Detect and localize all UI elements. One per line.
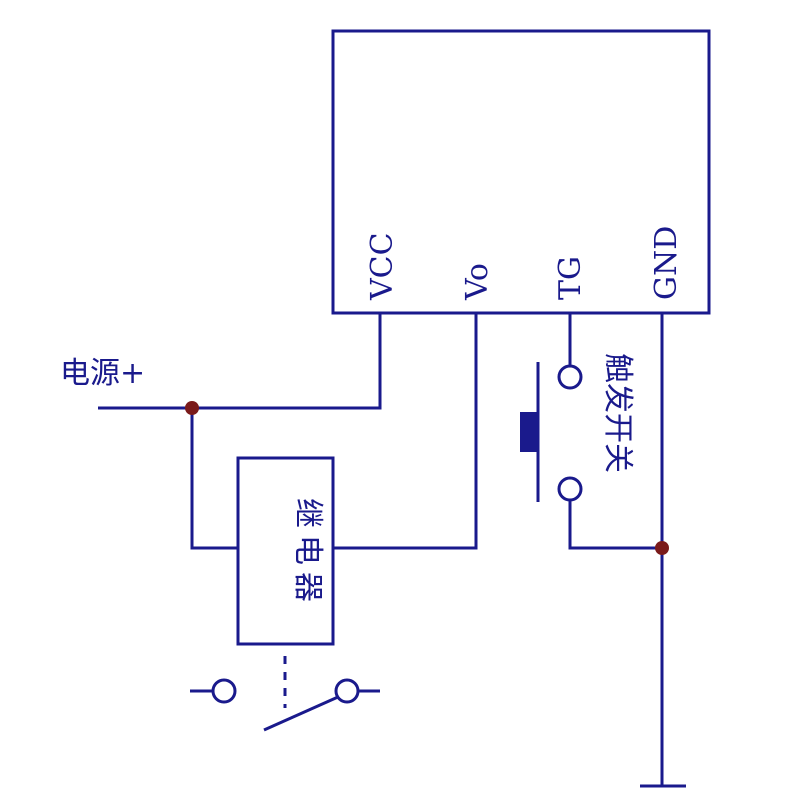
module-box: [331, 29, 711, 315]
pin-label-tg: TG: [553, 256, 588, 300]
trigger-terminal-bottom: [557, 476, 583, 502]
relay-supply-wire: [190, 408, 238, 550]
pushbutton-stem: [520, 412, 538, 452]
trigger-switch-label: 触发开关: [600, 353, 635, 473]
relay-label-char-2: 电: [290, 535, 325, 565]
pin-label-gnd: GND: [649, 226, 684, 300]
relay-contact-blade: [263, 695, 339, 732]
relay-label-char-3: 器: [290, 572, 325, 602]
relay-vo-wire: [333, 313, 478, 550]
junction-dot-power: [185, 401, 199, 415]
trigger-ground-wire: [568, 500, 662, 550]
power-plus-label: 电源+: [60, 356, 145, 391]
pin-label-vo: Vo: [460, 263, 495, 301]
relay-contact-terminal-left: [211, 678, 237, 704]
relay-box: [236, 456, 335, 646]
pin-label-vcc: VCC: [365, 232, 400, 301]
relay-label-char-1: 继: [290, 498, 325, 528]
relay-contact-terminal-right: [334, 678, 360, 704]
junction-dot-ground: [655, 541, 669, 555]
trigger-terminal-top: [557, 364, 583, 390]
